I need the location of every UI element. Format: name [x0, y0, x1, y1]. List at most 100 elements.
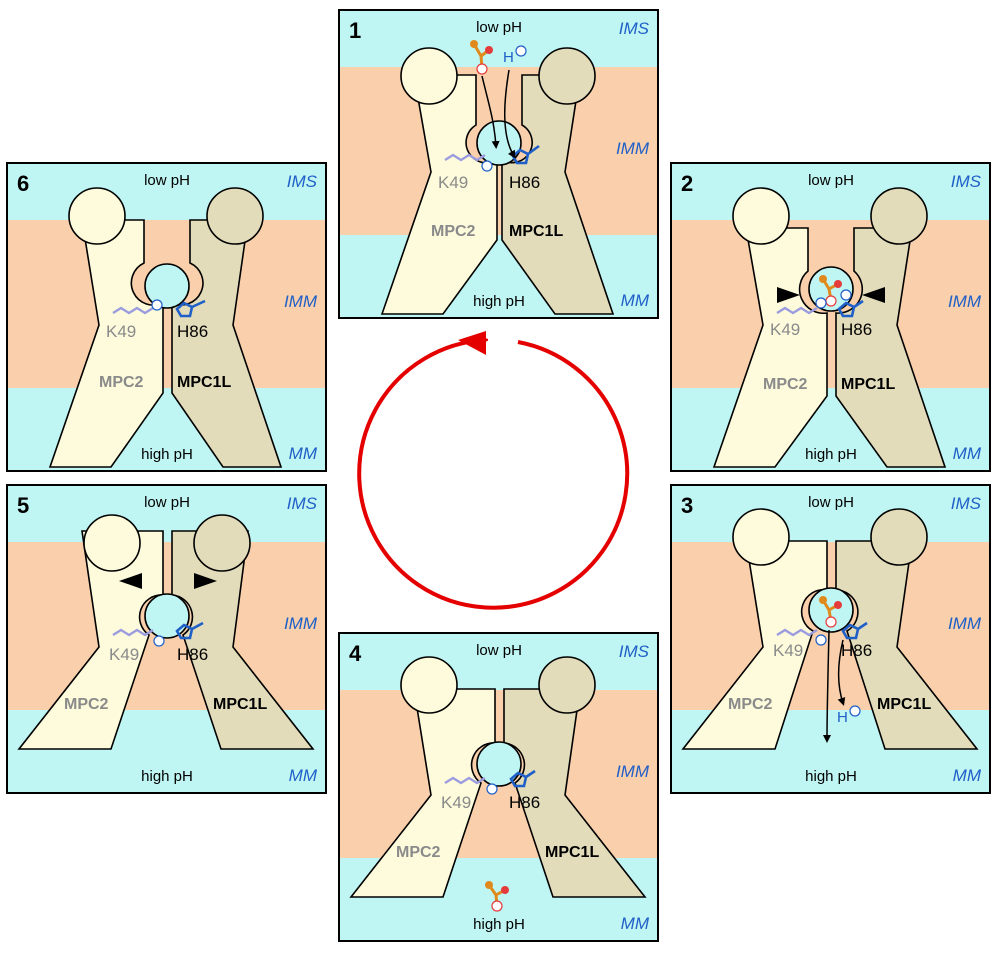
h86-label: H86 [509, 173, 540, 192]
mpc1l-label: MPC1L [509, 223, 563, 240]
mpc2-head [400, 47, 458, 105]
proton-label: H [837, 709, 848, 726]
k49-label: K49 [441, 793, 471, 812]
bottom-ph-label: high pH [473, 293, 525, 310]
ims-label: IMS [951, 494, 982, 513]
mpc1l-label: MPC1L [841, 376, 895, 393]
mpc2-label: MPC2 [99, 374, 144, 391]
lysine-k49-icon [112, 306, 154, 315]
mm-label: MM [621, 291, 650, 310]
cycle-arrow-head-icon [458, 331, 486, 355]
imm-label: IMM [616, 762, 650, 781]
step-number: 6 [17, 171, 29, 196]
step-number: 5 [17, 493, 29, 518]
imm-label: IMM [284, 292, 318, 311]
substrate-cavity [144, 263, 190, 309]
panel-1: H 1 low pH IMS IMM MM high pH MPC2 MPC1L… [338, 9, 659, 319]
top-ph-label: low pH [808, 172, 854, 189]
mpc1l-label: MPC1L [177, 374, 231, 391]
mpc1l-head [206, 187, 264, 245]
gate-triangle-icon [119, 573, 142, 589]
panel-3: H 3 low pH IMS IMM MM high pH MPC2 MPC1L… [670, 484, 991, 794]
mm-label: MM [953, 444, 982, 463]
proton-path-arrow [504, 69, 516, 159]
panel-6: 6 low pH IMS IMM MM high pH MPC2 MPC1L K… [6, 162, 327, 472]
gate-triangle-icon [194, 573, 217, 589]
panel-2: 2 low pH IMS IMM MM high pH MPC2 MPC1L K… [670, 162, 991, 472]
k49-label: K49 [773, 641, 803, 660]
imm-label: IMM [948, 614, 982, 633]
mpc2-subunit [48, 219, 164, 468]
mpc2-label: MPC2 [431, 223, 476, 240]
h86-label: H86 [509, 793, 540, 812]
mpc1l-label: MPC1L [877, 696, 931, 713]
histidine-h86-icon [511, 144, 540, 165]
proton-charge-icon [815, 297, 827, 309]
mm-label: MM [289, 444, 318, 463]
mpc1l-head [538, 47, 596, 105]
ims-label: IMS [951, 172, 982, 191]
top-ph-label: low pH [144, 172, 190, 189]
pyruvate-molecule-icon [485, 881, 509, 912]
proton-charge-icon [515, 45, 527, 57]
mm-label: MM [621, 914, 650, 933]
histidine-h86-icon [509, 769, 536, 788]
panel-5: 5 low pH IMS IMM MM high pH MPC2 MPC1L K… [6, 484, 327, 794]
lysine-k49-icon [776, 306, 818, 315]
pyruvate-molecule-icon [819, 275, 842, 307]
mpc1l-head [538, 656, 596, 714]
mpc1l-head [870, 508, 928, 566]
mpc2-head [400, 656, 458, 714]
bottom-ph-label: high pH [141, 768, 193, 785]
bottom-ph-label: high pH [141, 446, 193, 463]
lysine-k49-icon [444, 776, 486, 785]
mpc2-subunit [712, 227, 828, 468]
proton-charge-icon [815, 634, 827, 646]
h86-label: H86 [841, 641, 872, 660]
substrate-cavity [144, 593, 190, 639]
h86-label: H86 [177, 645, 208, 664]
mpc1l-label: MPC1L [545, 844, 599, 861]
step-number: 2 [681, 171, 693, 196]
bottom-ph-label: high pH [805, 768, 857, 785]
pyruvate-path-arrow [823, 629, 832, 743]
mpc2-head [83, 514, 141, 572]
mpc1l-subunit [171, 219, 283, 468]
proton-charge-icon [486, 783, 498, 795]
proton-charge-icon [153, 635, 165, 647]
lysine-k49-icon [444, 153, 486, 162]
ims-label: IMS [619, 19, 650, 38]
h86-label: H86 [177, 322, 208, 341]
k49-label: K49 [438, 173, 468, 192]
ims-label: IMS [287, 172, 318, 191]
pyruvate-molecule-icon [819, 596, 842, 628]
proton-charge-icon [840, 289, 852, 301]
proton-charge-icon [481, 160, 493, 172]
top-ph-label: low pH [808, 494, 854, 511]
bottom-ph-label: high pH [805, 446, 857, 463]
mpc1l-label: MPC1L [213, 696, 267, 713]
gate-triangle-icon [862, 287, 885, 303]
imm-label: IMM [616, 139, 650, 158]
histidine-h86-icon [175, 299, 206, 318]
mpc1l-subunit [501, 74, 615, 315]
gate-triangle-icon [777, 287, 800, 303]
proton-charge-icon [849, 705, 861, 717]
top-ph-label: low pH [476, 19, 522, 36]
mpc1l-head [193, 514, 251, 572]
h86-label: H86 [841, 320, 872, 339]
step-number: 3 [681, 493, 693, 518]
mpc2-head [732, 187, 790, 245]
substrate-cavity [476, 741, 522, 787]
mpc2-label: MPC2 [728, 696, 773, 713]
top-ph-label: low pH [476, 642, 522, 659]
panel-4: 4 low pH IMS IMM MM high pH MPC2 MPC1L K… [338, 632, 659, 942]
ims-label: IMS [287, 494, 318, 513]
imm-label: IMM [284, 614, 318, 633]
lysine-k49-icon [776, 628, 818, 637]
pyruvate-path-arrow [481, 75, 500, 149]
k49-label: K49 [109, 645, 139, 664]
cycle-arrow [357, 340, 630, 610]
